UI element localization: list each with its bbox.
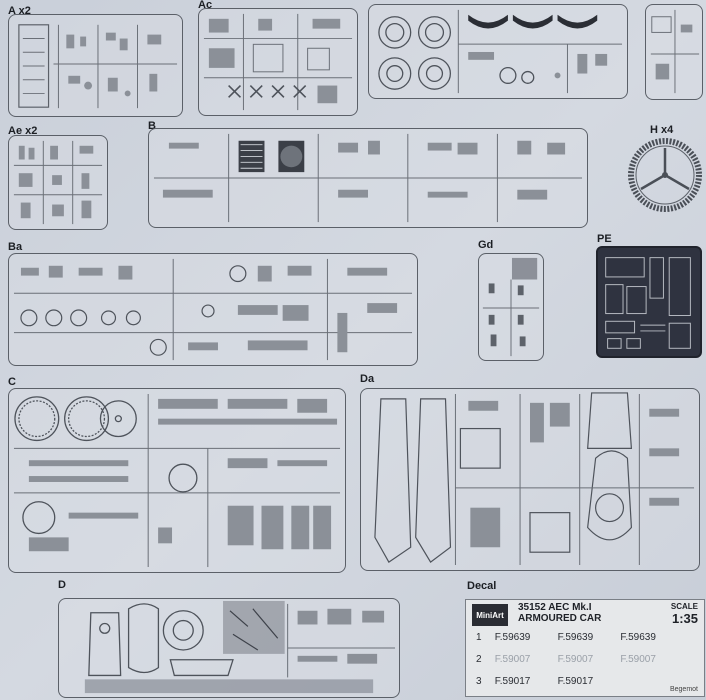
sprue-label-decal: Decal — [467, 580, 497, 592]
decal-title: 35152 AEC Mk.I ARMOURED CAR — [518, 602, 601, 624]
sprue-c-frame — [8, 388, 346, 573]
sprue-label-da: Da — [360, 373, 375, 385]
sprue-label-pe: PE — [597, 233, 612, 245]
decal-sheet: MiniArt 35152 AEC Mk.I ARMOURED CAR SCAL… — [465, 599, 705, 697]
decal-title-line2: ARMOURED CAR — [518, 613, 602, 624]
sprue-label-b: B — [148, 120, 156, 132]
sprue-label-ac: Ac — [198, 0, 213, 11]
decal-row-3: 3 F.59017 F.59017 — [476, 676, 618, 687]
decal-marking: F.59017 — [557, 676, 594, 687]
decal-scale-value: 1:35 — [671, 611, 698, 626]
decal-marking: F.59639 — [494, 632, 531, 643]
decal-scale-label: SCALE — [670, 602, 698, 611]
decal-marking: F.59007 — [620, 654, 656, 665]
decal-row-number: 2 — [476, 654, 482, 665]
sprue-da-frame — [360, 388, 700, 571]
sprue-b-frame — [148, 128, 588, 228]
sprue-gd-frame — [478, 253, 544, 361]
sprue-partial-right-frame — [645, 4, 703, 100]
decal-row-number: 3 — [476, 676, 482, 687]
sprue-label-d: D — [58, 579, 66, 591]
sprue-label-ba: Ba — [8, 241, 23, 253]
sprue-label-gd: Gd — [478, 239, 494, 251]
decal-marking: F.59639 — [557, 632, 594, 643]
sprue-ba-frame — [8, 253, 418, 366]
decal-row-1: 1 F.59639 F.59639 F.59639 — [476, 632, 680, 643]
sprue-ad-frame — [368, 4, 628, 99]
decal-title-line1: 35152 AEC Mk.I — [518, 602, 592, 613]
decal-row-2: 2 F.59007 F.59007 F.59007 — [476, 654, 680, 665]
decal-printer-mark: Begemot — [669, 686, 698, 693]
decal-row-number: 1 — [476, 632, 482, 643]
decal-marking: F.59017 — [494, 676, 531, 687]
h-ring-wheel — [628, 138, 702, 212]
decal-marking: F.59639 — [620, 632, 656, 643]
decal-marking: F.59007 — [494, 654, 531, 665]
sprue-a-frame — [8, 14, 183, 117]
sprue-label-h: H x4 — [650, 124, 674, 136]
sprue-ac-frame — [198, 8, 358, 116]
sprue-ae-frame — [8, 135, 108, 230]
decal-marking: F.59007 — [557, 654, 594, 665]
decal-scale: SCALE 1:35 — [671, 602, 698, 626]
miniart-logo: MiniArt — [472, 604, 508, 626]
sprue-label-c: C — [8, 376, 16, 388]
sprue-d-frame — [58, 598, 400, 698]
sprue-label-ae: Ae x2 — [8, 125, 38, 137]
photo-etch-fret — [596, 246, 702, 358]
